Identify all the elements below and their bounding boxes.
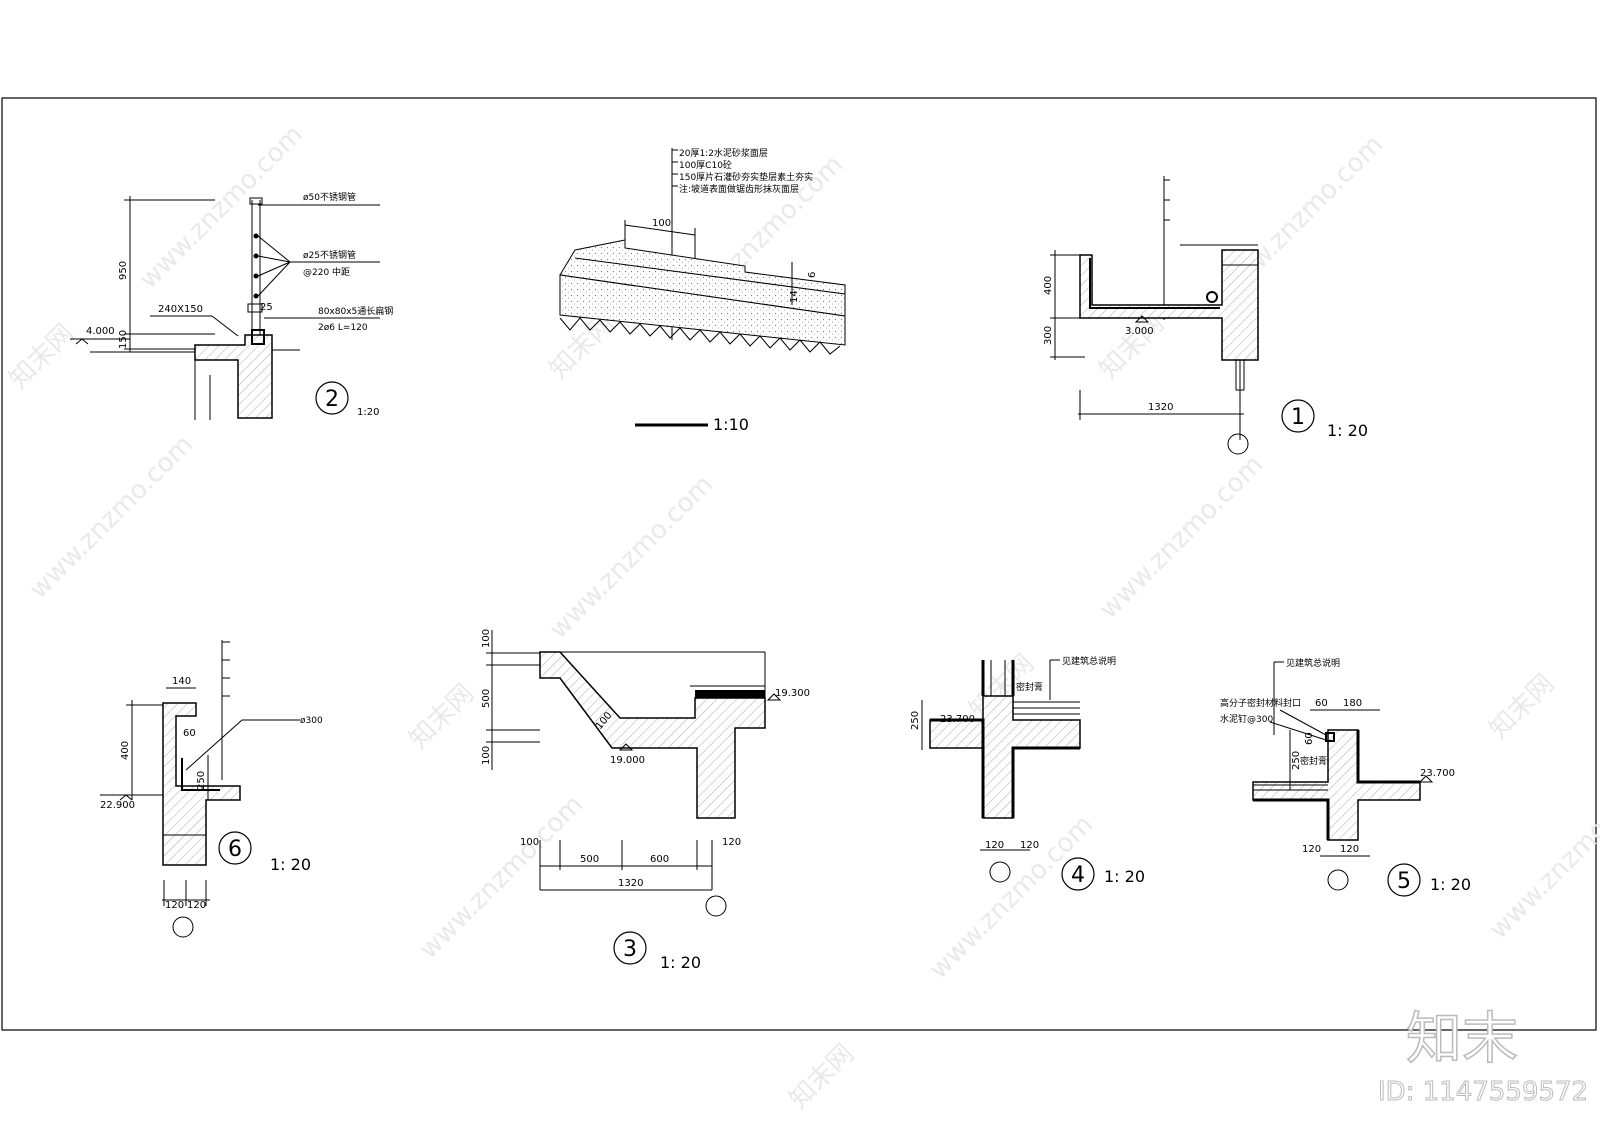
detail-number: 5 bbox=[1397, 869, 1411, 894]
detail-ramp: 20厚1:2水泥砂浆面层 100厚C10砼 150厚片石灌砂夯实垫层素土夯实 注… bbox=[559, 147, 846, 434]
watermark-brand: 知末网 bbox=[1094, 309, 1170, 385]
detail-number: 2 bbox=[325, 387, 339, 412]
detail-number: 6 bbox=[228, 837, 242, 862]
dim-140: 140 bbox=[172, 676, 191, 687]
note-cement-nail: 水泥钉@300 bbox=[1220, 713, 1273, 725]
dim-600: 600 bbox=[650, 854, 669, 865]
detail-6: 140 400 ø300 60 250 22.900 120 120 6 1: … bbox=[100, 640, 323, 938]
watermark-layer: www.znzmo.com www.znzmo.com www.znzmo.co… bbox=[4, 120, 1600, 1115]
note-50-pipe: ø50不锈钢管 bbox=[303, 191, 356, 203]
dim-120-a: 120 bbox=[165, 900, 184, 911]
detail-scale: 1: 20 bbox=[1327, 421, 1368, 440]
note-sealant: 密封膏 bbox=[1016, 681, 1043, 693]
level-19000: 19.000 bbox=[610, 755, 645, 766]
ramp-note-3: 150厚片石灌砂夯实垫层素土夯实 bbox=[679, 171, 813, 183]
note-flat-steel: 80x80x5通长扁钢 bbox=[318, 305, 393, 317]
image-id: ID: 1147559572 bbox=[1378, 1077, 1588, 1107]
detail-3: 100 500 100 19.300 100 19.000 100 500 60… bbox=[481, 629, 810, 972]
note-rebar: 2ø6 L=120 bbox=[318, 323, 368, 333]
level-4000: 4.000 bbox=[86, 326, 115, 337]
dim-240x150: 240X150 bbox=[158, 304, 203, 315]
dim-120-b: 120 bbox=[187, 900, 206, 911]
dim-180: 180 bbox=[1343, 698, 1362, 709]
dim-60: 60 bbox=[183, 728, 196, 739]
dim-120-a: 120 bbox=[985, 840, 1004, 851]
dim-300: 300 bbox=[1043, 326, 1054, 345]
detail-2: 950 150 240X150 4.000 ø50不锈钢管 ø25不锈 bbox=[70, 191, 393, 420]
detail-1: 400 300 3.000 1320 1 1: 20 bbox=[1043, 176, 1368, 455]
dim-250: 250 bbox=[910, 711, 921, 730]
detail-5: 见建筑总说明 高分子密封材料封口 水泥钉@300 密封膏 60 180 250 … bbox=[1220, 657, 1471, 897]
watermark-text: www.znzmo.com bbox=[544, 470, 719, 645]
detail-number: 1 bbox=[1291, 405, 1305, 430]
note-sealing-material: 高分子密封材料封口 bbox=[1220, 697, 1301, 709]
watermark-text: www.znzmo.com bbox=[924, 810, 1099, 985]
dim-25: 25 bbox=[260, 302, 273, 313]
brand-logo: 知末 bbox=[1406, 1007, 1518, 1072]
detail-scale: 1: 20 bbox=[1430, 875, 1471, 894]
detail-number: 3 bbox=[623, 937, 637, 962]
level-22900: 22.900 bbox=[100, 800, 135, 811]
note-see-arch: 见建筑总说明 bbox=[1286, 657, 1340, 669]
detail-scale: 1:20 bbox=[357, 407, 379, 418]
watermark-text: www.znzmo.com bbox=[1484, 770, 1600, 945]
note-sealant: 密封膏 bbox=[1300, 755, 1327, 767]
ramp-dim-6: 6 bbox=[807, 272, 818, 278]
dim-950: 950 bbox=[118, 261, 129, 280]
watermark-brand: 知末网 bbox=[404, 679, 480, 755]
watermark-text: www.znzmo.com bbox=[24, 430, 199, 605]
dim-400: 400 bbox=[120, 741, 131, 760]
dim-100-bottom: 100 bbox=[481, 746, 492, 765]
detail-scale: 1: 20 bbox=[270, 855, 311, 874]
ramp-note-2: 100厚C10砼 bbox=[679, 159, 732, 171]
note-300: ø300 bbox=[300, 716, 323, 726]
detail-scale: 1: 20 bbox=[660, 953, 701, 972]
watermark-brand: 知末网 bbox=[1484, 669, 1560, 745]
detail-number: 4 bbox=[1071, 863, 1085, 888]
ramp-note-1: 20厚1:2水泥砂浆面层 bbox=[679, 147, 768, 159]
level-23700: 23.700 bbox=[1420, 768, 1455, 779]
dim-250: 250 bbox=[1291, 751, 1302, 770]
watermark-text: www.znzmo.com bbox=[1094, 450, 1269, 625]
detail-4: 见建筑总说明 密封膏 250 23.700 120 120 4 1: 20 bbox=[910, 655, 1145, 891]
level-19300: 19.300 bbox=[775, 688, 810, 699]
ramp-scale: 1:10 bbox=[713, 415, 749, 434]
watermark-brand: 知末网 bbox=[784, 1039, 860, 1115]
watermark-brand: 知末网 bbox=[4, 319, 80, 395]
dim-1320: 1320 bbox=[1148, 402, 1173, 413]
dim-120-b: 120 bbox=[1340, 844, 1359, 855]
ramp-note-4: 注:坡道表面做锯齿形抹灰面层 bbox=[679, 183, 799, 195]
dim-500: 500 bbox=[580, 854, 599, 865]
dim-100-top: 100 bbox=[481, 629, 492, 648]
detail-scale: 1: 20 bbox=[1104, 867, 1145, 886]
ramp-dim-14: 14 bbox=[789, 290, 800, 303]
dim-1320: 1320 bbox=[618, 878, 643, 889]
note-see-arch: 见建筑总说明 bbox=[1062, 655, 1116, 667]
note-spacing: @220 中距 bbox=[303, 266, 350, 278]
sheet-border bbox=[1, 97, 1597, 1031]
dim-500-left: 500 bbox=[481, 689, 492, 708]
dim-100-bottom-left: 100 bbox=[520, 837, 539, 848]
note-25-pipe: ø25不锈钢管 bbox=[303, 249, 356, 261]
dim-60-v: 60 bbox=[1304, 732, 1315, 745]
dim-400: 400 bbox=[1043, 276, 1054, 295]
watermark-text: www.znzmo.com bbox=[414, 790, 589, 965]
dim-120-b: 120 bbox=[1020, 840, 1039, 851]
level-3000: 3.000 bbox=[1125, 326, 1154, 337]
dim-120-a: 120 bbox=[1302, 844, 1321, 855]
dim-120: 120 bbox=[722, 837, 741, 848]
level-23700: 23.700 bbox=[940, 714, 975, 725]
dim-60: 60 bbox=[1315, 698, 1328, 709]
ramp-dim-100: 100 bbox=[652, 218, 671, 229]
watermark-text: www.znzmo.com bbox=[134, 120, 309, 295]
dim-250: 250 bbox=[196, 771, 207, 790]
